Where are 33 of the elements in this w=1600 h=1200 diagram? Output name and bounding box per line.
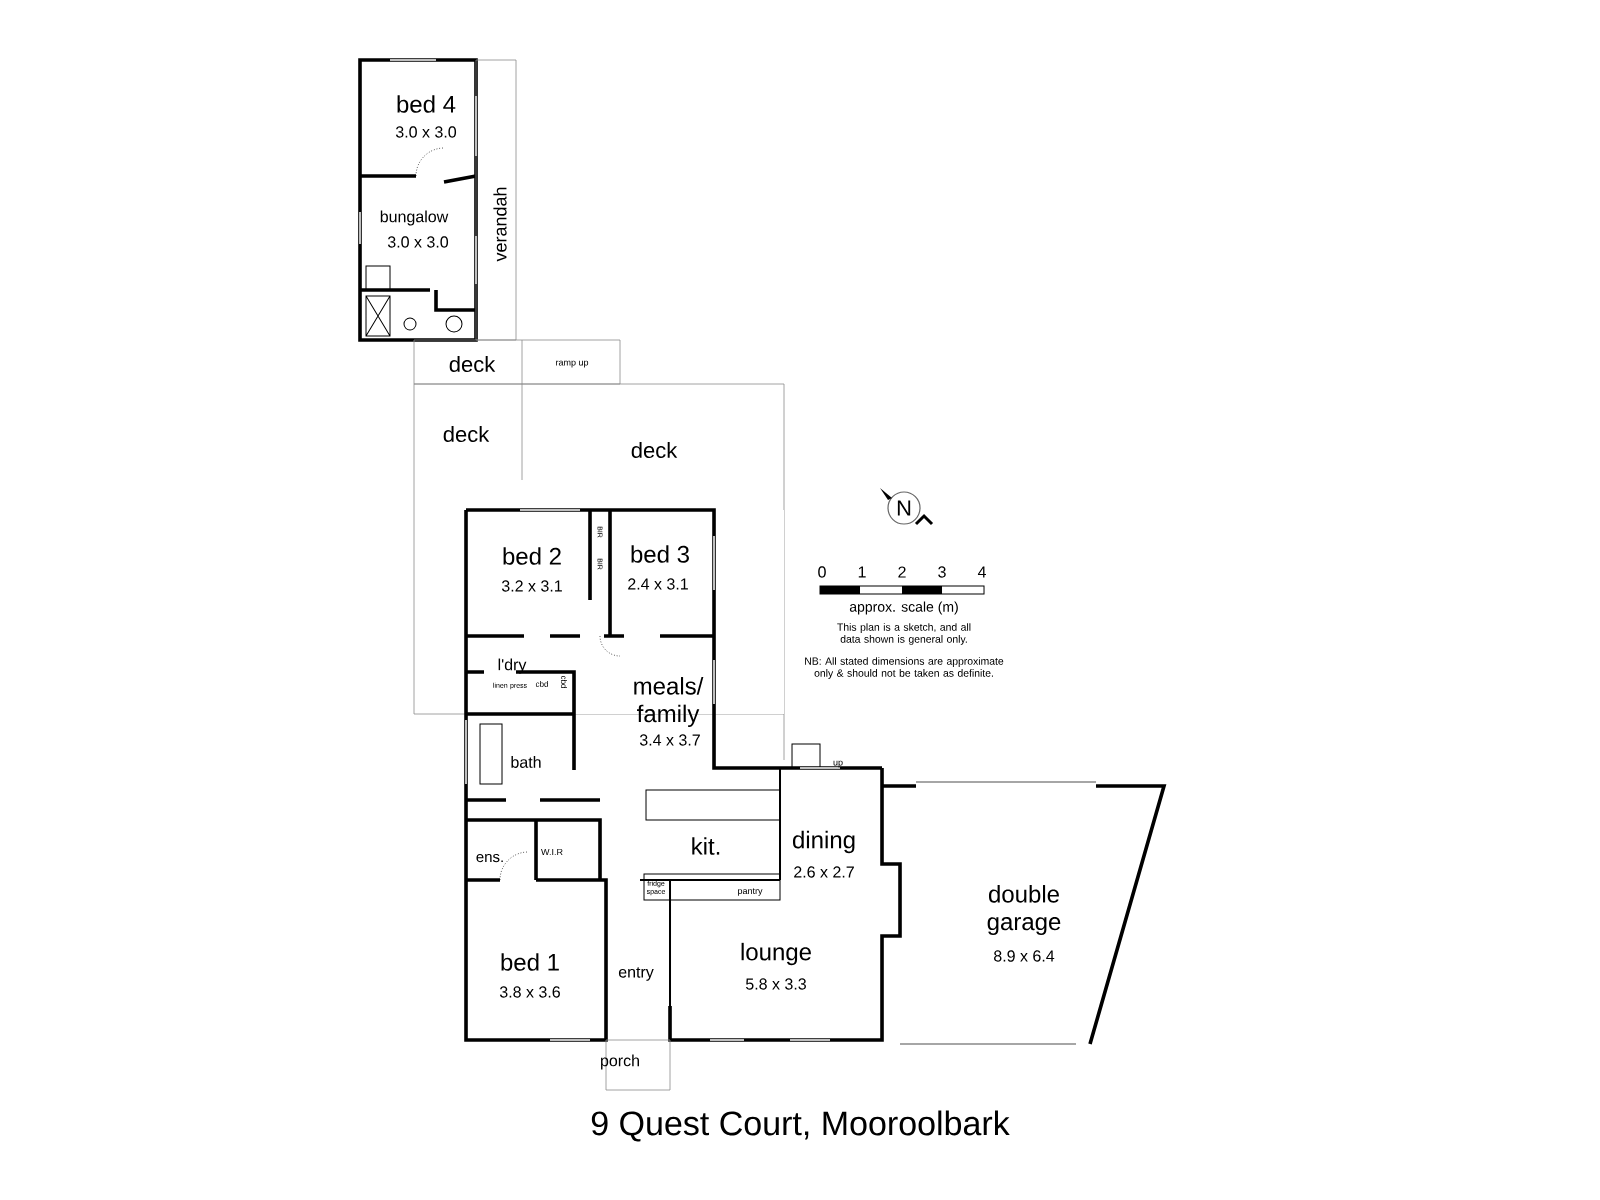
room-label: bed 4 (397, 95, 456, 113)
room-label: bed 1 (501, 953, 559, 971)
scale-number: 4 (977, 566, 986, 578)
room-label: double garage (987, 885, 1061, 935)
room-label: lounge (741, 942, 811, 966)
scale-number: 1 (858, 566, 866, 578)
caption: 9 Quest Court, Mooroolbark (591, 1110, 1010, 1142)
dimension-label: 3.0 x 3.0 (395, 126, 457, 138)
room-label: bed 3 (631, 545, 689, 563)
dimension-label: 5.8 x 3.3 (745, 978, 806, 990)
scale-number: 2 (898, 566, 906, 578)
room-label: deck (631, 441, 678, 459)
dimension-label: 3.2 x 3.1 (501, 580, 562, 592)
dimension-label: 3.8 x 3.6 (499, 986, 560, 998)
room-label: deck (449, 355, 496, 373)
room-label: bungalow (380, 210, 449, 226)
room-label: bath (511, 756, 541, 768)
room-label: meals/ family (634, 677, 704, 727)
room-label: bed 2 (503, 547, 561, 565)
room-label: deck (443, 425, 490, 443)
dimension-label: 8.9 x 6.4 (994, 950, 1055, 962)
room-label: dining (793, 830, 855, 854)
dimension-label: 2.6 x 2.7 (794, 866, 854, 878)
dimension-label: 3.0 x 3.0 (387, 236, 449, 248)
dimension-label: 3.4 x 3.7 (639, 734, 700, 746)
room-label: kit. (692, 837, 720, 855)
room-label: entry (618, 967, 654, 981)
room-label: porch (601, 1054, 639, 1070)
compass-letter: N (897, 500, 911, 516)
scale-number: 3 (938, 566, 946, 578)
dimension-label: 2.4 x 3.1 (628, 578, 688, 590)
room-label: verandah (493, 187, 507, 262)
scale-number: 0 (818, 566, 826, 578)
